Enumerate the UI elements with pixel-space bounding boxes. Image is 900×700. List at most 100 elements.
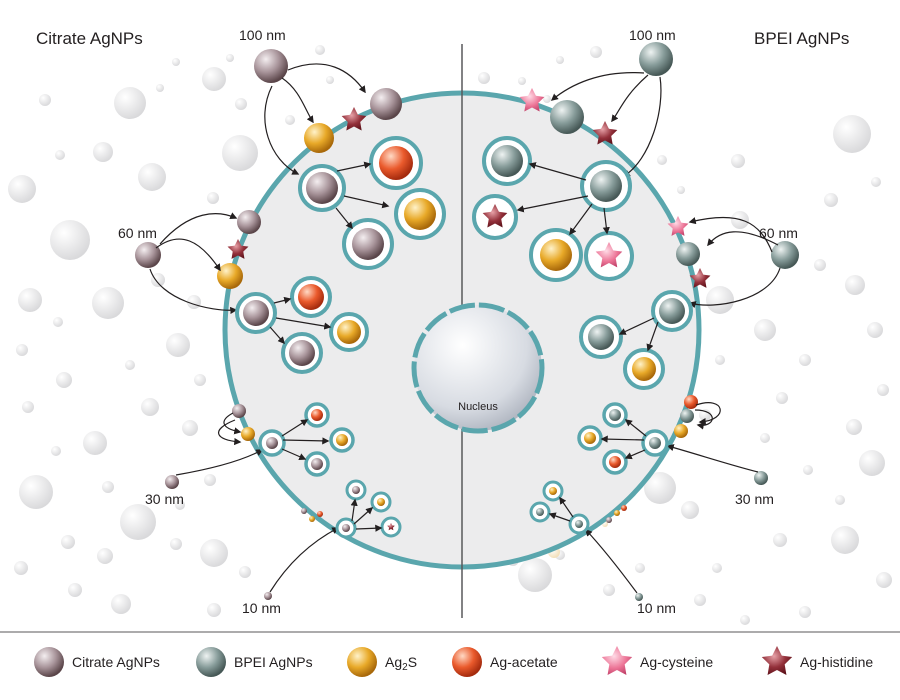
- transport-arrow: [155, 238, 221, 272]
- background-particle: [603, 584, 615, 596]
- background-particle: [92, 287, 124, 319]
- citrate-agnp-icon: [306, 172, 338, 204]
- citrate-agnp-icon: [232, 404, 246, 418]
- citrate-agnp-icon: [301, 508, 307, 514]
- ag-acetate-particle-icon: [317, 511, 323, 517]
- background-particle: [166, 333, 190, 357]
- transport-arrow: [559, 496, 574, 518]
- background-particle: [556, 56, 564, 64]
- legend: Citrate AgNPs BPEI AgNPs Ag2S Ag-acetate…: [34, 646, 873, 677]
- ag2s-particle-icon: [217, 263, 243, 289]
- background-particle: [799, 606, 811, 618]
- citrate-agnp-icon: [289, 340, 315, 366]
- legend-label-ag2s: Ag2S: [385, 654, 417, 673]
- size-label-left-60: 60 nm: [118, 225, 157, 241]
- size-label-right-100: 100 nm: [629, 27, 676, 43]
- nucleus: Nucleus: [411, 302, 545, 434]
- ag2s-particle-icon: [540, 239, 572, 271]
- transport-arrow: [707, 231, 779, 247]
- background-particle: [222, 135, 258, 171]
- size-label-left-30: 30 nm: [145, 491, 184, 507]
- bpei-agnp-icon: [639, 42, 673, 76]
- background-particle: [833, 115, 871, 153]
- background-particle: [478, 72, 490, 84]
- background-particle: [635, 563, 645, 573]
- background-particle: [326, 76, 334, 84]
- background-particle: [18, 288, 42, 312]
- background-particle: [111, 594, 131, 614]
- ag-acetate-particle-icon: [311, 409, 323, 421]
- bpei-agnp-icon: [491, 145, 523, 177]
- background-particle: [773, 533, 787, 547]
- transport-arrow: [281, 419, 309, 437]
- legend-label-citrate: Citrate AgNPs: [72, 654, 160, 670]
- background-particle: [590, 46, 602, 58]
- background-particle: [182, 420, 198, 436]
- background-particle: [518, 558, 552, 592]
- background-particle: [202, 67, 226, 91]
- ag-acetate-particle-icon: [379, 146, 413, 180]
- uptake-pathways: [135, 42, 799, 601]
- bpei-agnp-icon: [771, 241, 799, 269]
- background-particle: [731, 154, 745, 168]
- ag-acetate-particle-icon: [609, 456, 621, 468]
- transport-arrow: [618, 317, 655, 335]
- citrate-agnp-icon: [342, 524, 350, 532]
- transport-arrow: [688, 216, 773, 253]
- citrate-agnp-icon: [352, 228, 384, 260]
- background-particle: [644, 472, 676, 504]
- legend-item-acetate: Ag-acetate: [452, 647, 558, 677]
- citrate-agnp-icon: [266, 437, 278, 449]
- transport-arrow: [269, 527, 340, 593]
- transport-arrow: [281, 448, 307, 461]
- background-particle: [677, 186, 685, 194]
- legend-item-histidine: Ag-histidine: [761, 646, 873, 675]
- transport-arrow: [548, 512, 571, 522]
- background-particle: [175, 500, 185, 510]
- transport-arrow: [569, 203, 593, 236]
- transport-arrow: [159, 212, 238, 245]
- right-title: BPEI AgNPs: [754, 29, 849, 48]
- background-particle: [712, 563, 722, 573]
- background-particle: [141, 398, 159, 416]
- legend-label-cysteine: Ag-cysteine: [640, 654, 713, 670]
- background-particle: [120, 504, 156, 540]
- legend-label-histidine: Ag-histidine: [800, 654, 873, 670]
- transport-arrow: [646, 321, 659, 352]
- citrate-agnp-icon: [165, 475, 179, 489]
- transport-arrow: [355, 524, 383, 532]
- ag-acetate-icon: [452, 647, 482, 677]
- legend-item-cysteine: Ag-cysteine: [601, 646, 713, 675]
- background-particle: [235, 98, 247, 110]
- background-particle: [51, 446, 61, 456]
- ag2s-icon: [347, 647, 377, 677]
- bpei-agnp-icon: [649, 437, 661, 449]
- background-particle: [53, 317, 63, 327]
- background-particle: [97, 548, 113, 564]
- ag-acetate-particle-icon: [621, 505, 627, 511]
- background-particle: [859, 450, 885, 476]
- bpei-agnp-icon: [575, 520, 583, 528]
- background-particle: [156, 84, 164, 92]
- legend-label-bpei: BPEI AgNPs: [234, 654, 313, 670]
- nucleus-body: [414, 305, 542, 431]
- transport-arrow: [666, 444, 759, 473]
- background-particle: [776, 392, 788, 404]
- background-particle: [114, 87, 146, 119]
- background-particle: [706, 286, 734, 314]
- ag-cysteine-icon: [601, 646, 633, 675]
- transport-arrow: [275, 317, 332, 330]
- background-particle: [14, 561, 28, 575]
- transport-arrow: [149, 268, 238, 315]
- left-title: Citrate AgNPs: [36, 29, 143, 48]
- citrate-agnp-icon: [370, 88, 402, 120]
- transport-arrow: [688, 267, 781, 309]
- citrate-agnp-icon: [352, 486, 360, 494]
- citrate-agnp-icon: [237, 210, 261, 234]
- citrate-agnp-icon: [135, 242, 161, 268]
- size-label-left-100: 100 nm: [239, 27, 286, 43]
- transport-arrow: [585, 528, 638, 594]
- citrate-agnp-icon: [34, 647, 64, 677]
- background-particle: [61, 535, 75, 549]
- transport-arrow: [516, 195, 589, 213]
